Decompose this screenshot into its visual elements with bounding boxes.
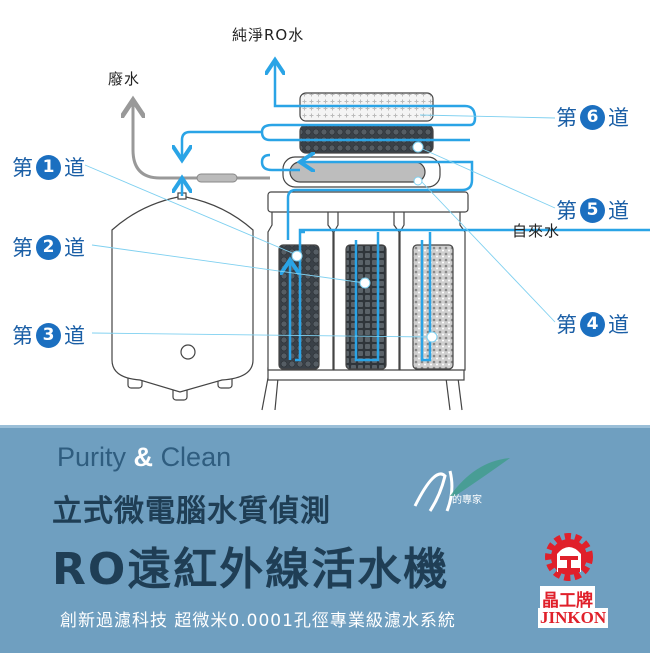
stage-prefix: 第 — [12, 324, 33, 348]
slogan-amp: & — [133, 442, 154, 472]
ro-filter-diagram — [84, 0, 650, 411]
gear-logo-icon — [545, 533, 593, 581]
stage-leader-lines — [84, 114, 556, 338]
stage-suffix: 道 — [64, 156, 85, 180]
product-banner: Purity & Clean 立式微電腦水質偵測 的專家 RO遠紅外線活水機 創… — [0, 425, 650, 653]
stage-suffix: 道 — [608, 106, 629, 130]
title-line-1: 立式微電腦水質偵測 — [52, 494, 331, 529]
tap-water-label: 自來水 — [512, 222, 561, 240]
stage-markers — [291, 141, 438, 343]
water-expert-logo — [413, 458, 510, 512]
filter-housings — [261, 92, 469, 411]
stage-prefix: 第 — [12, 236, 33, 260]
stage-suffix: 道 — [608, 199, 629, 223]
stage-number: 3 — [36, 322, 61, 348]
pure-water-label: 純淨RO水 — [232, 26, 305, 44]
stage-prefix: 第 — [556, 106, 577, 130]
stage-suffix: 道 — [64, 236, 85, 260]
tagline: 創新過濾科技 超微米0.0001孔徑專業級濾水系統 — [60, 611, 456, 631]
slogan: Purity & Clean — [57, 442, 231, 473]
flow-restrictor — [196, 173, 238, 183]
stage-number: 6 — [580, 104, 605, 130]
stage-number: 5 — [580, 197, 605, 223]
stage-suffix: 道 — [64, 324, 85, 348]
water-expert-badge: 的專家 — [452, 495, 482, 506]
title-line-2: RO遠紅外線活水機 — [52, 544, 450, 595]
stage-suffix: 道 — [608, 313, 629, 337]
brand-chinese: 晶工牌 — [540, 586, 595, 611]
brand-english: JINKON — [538, 608, 609, 628]
stage-number: 1 — [36, 154, 61, 180]
stage-prefix: 第 — [12, 156, 33, 180]
stage-number: 2 — [36, 234, 61, 260]
storage-tank — [111, 192, 254, 401]
stage-prefix: 第 — [556, 313, 577, 337]
stage-prefix: 第 — [556, 199, 577, 223]
slogan-word: Clean — [160, 442, 232, 472]
stage-number: 4 — [580, 311, 605, 337]
slogan-word: Purity — [57, 442, 127, 472]
waste-water-label: 廢水 — [108, 70, 141, 88]
water-flow-path — [182, 60, 650, 362]
waste-water-line — [133, 100, 270, 180]
